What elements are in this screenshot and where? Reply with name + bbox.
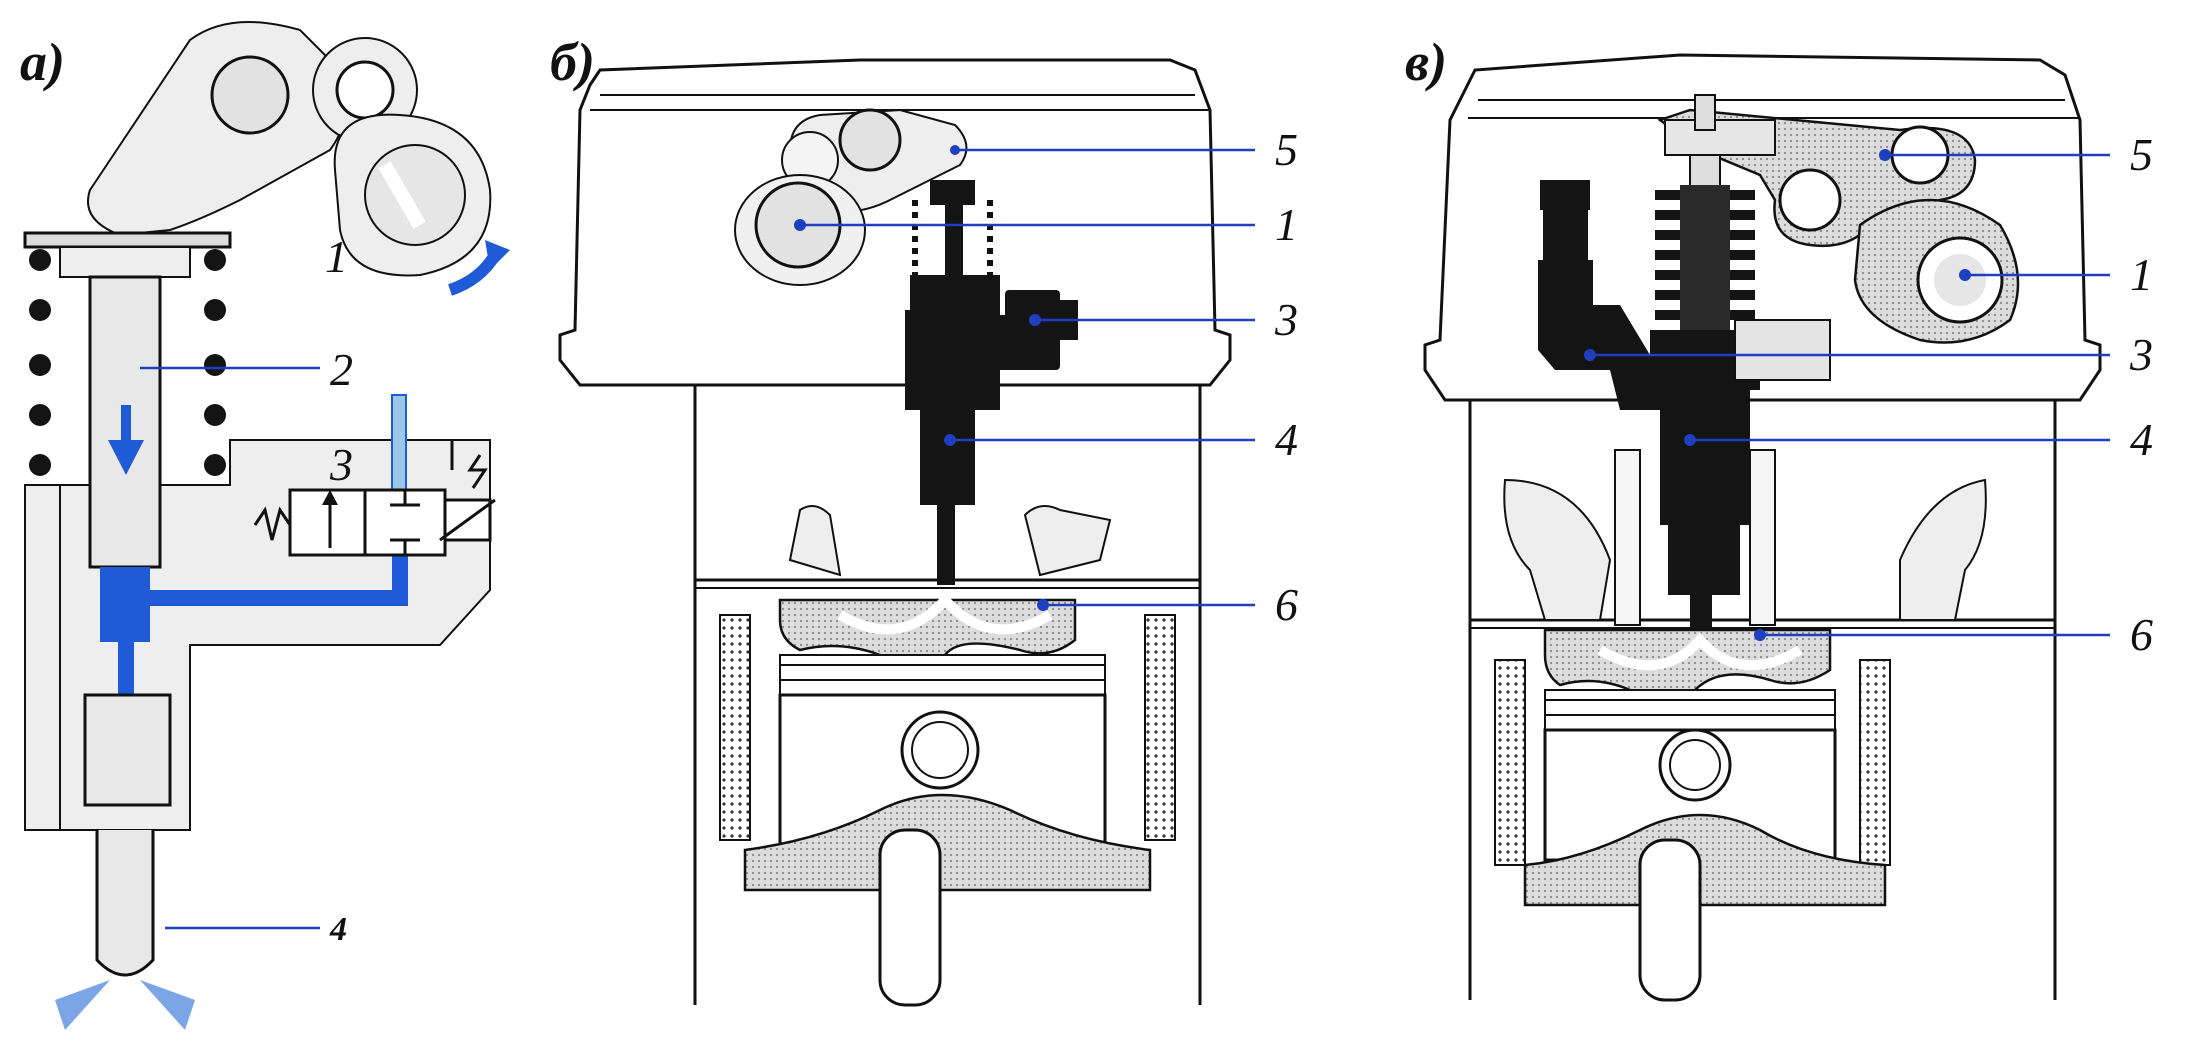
panel-b-label: б) xyxy=(550,32,595,92)
cylinder-liner-c-left xyxy=(1494,659,1526,866)
spring-coils-icon xyxy=(29,249,226,476)
panel-a: а) xyxy=(20,21,510,1030)
cylinder-liner-left xyxy=(719,614,751,841)
callout-a-1: 1 xyxy=(325,231,348,282)
piston-b xyxy=(719,592,1176,1007)
unit-injector-c xyxy=(1650,94,1760,635)
callout-a-4: 4 xyxy=(329,911,347,948)
cam-and-rocker-b xyxy=(734,108,968,286)
panel-a-label: а) xyxy=(20,32,65,92)
panel-c: в) xyxy=(1405,32,2153,1002)
valve-c-left xyxy=(1503,478,1612,621)
camshaft-cam xyxy=(333,113,492,277)
callout-b-5: 5 xyxy=(1275,124,1298,175)
valve-b-right xyxy=(1023,505,1112,577)
callout-a-2: 2 xyxy=(330,344,353,395)
head-cover xyxy=(558,58,1232,387)
solenoid-valve xyxy=(253,440,496,557)
callout-c-6: 6 xyxy=(2130,609,2153,660)
callout-b-3: 3 xyxy=(1274,294,1298,345)
down-arrow-icon xyxy=(121,405,131,445)
callout-c-5: 5 xyxy=(2130,129,2153,180)
rocker-roller-icon xyxy=(210,55,290,135)
spray-right-icon xyxy=(140,980,195,1030)
nozzle-needle-housing xyxy=(83,693,172,807)
spray-left-icon xyxy=(55,980,110,1030)
cylinder-liner-c-right xyxy=(1859,659,1891,866)
callout-c-1: 1 xyxy=(2130,249,2153,300)
engine-block-walls xyxy=(693,385,1202,1005)
panel-b: б) xyxy=(550,32,1298,1007)
lightning-icon xyxy=(467,454,488,489)
spring-seat xyxy=(23,231,232,249)
pressure-chamber xyxy=(100,567,150,642)
callout-c-4: 4 xyxy=(2130,414,2153,465)
valve-c-right xyxy=(1899,478,1987,621)
nozzle-tip xyxy=(95,830,155,977)
unit-injector-b xyxy=(905,180,1078,585)
return-spring-icon xyxy=(253,506,292,541)
valve-b-left xyxy=(788,505,842,577)
cylinder-liner-right xyxy=(1144,614,1176,841)
piston-c xyxy=(1494,628,1891,1002)
callout-b-1: 1 xyxy=(1275,199,1298,250)
callout-c-3: 3 xyxy=(2129,329,2153,380)
callout-b-4: 4 xyxy=(1275,414,1298,465)
panel-c-label: в) xyxy=(1405,32,1447,92)
head-cover-c xyxy=(1423,53,2102,402)
camshaft-c xyxy=(1853,198,2020,344)
callout-b-6: 6 xyxy=(1275,579,1298,630)
engine-block-walls-c xyxy=(1468,400,2057,1000)
callout-a-3: 3 xyxy=(329,439,353,490)
